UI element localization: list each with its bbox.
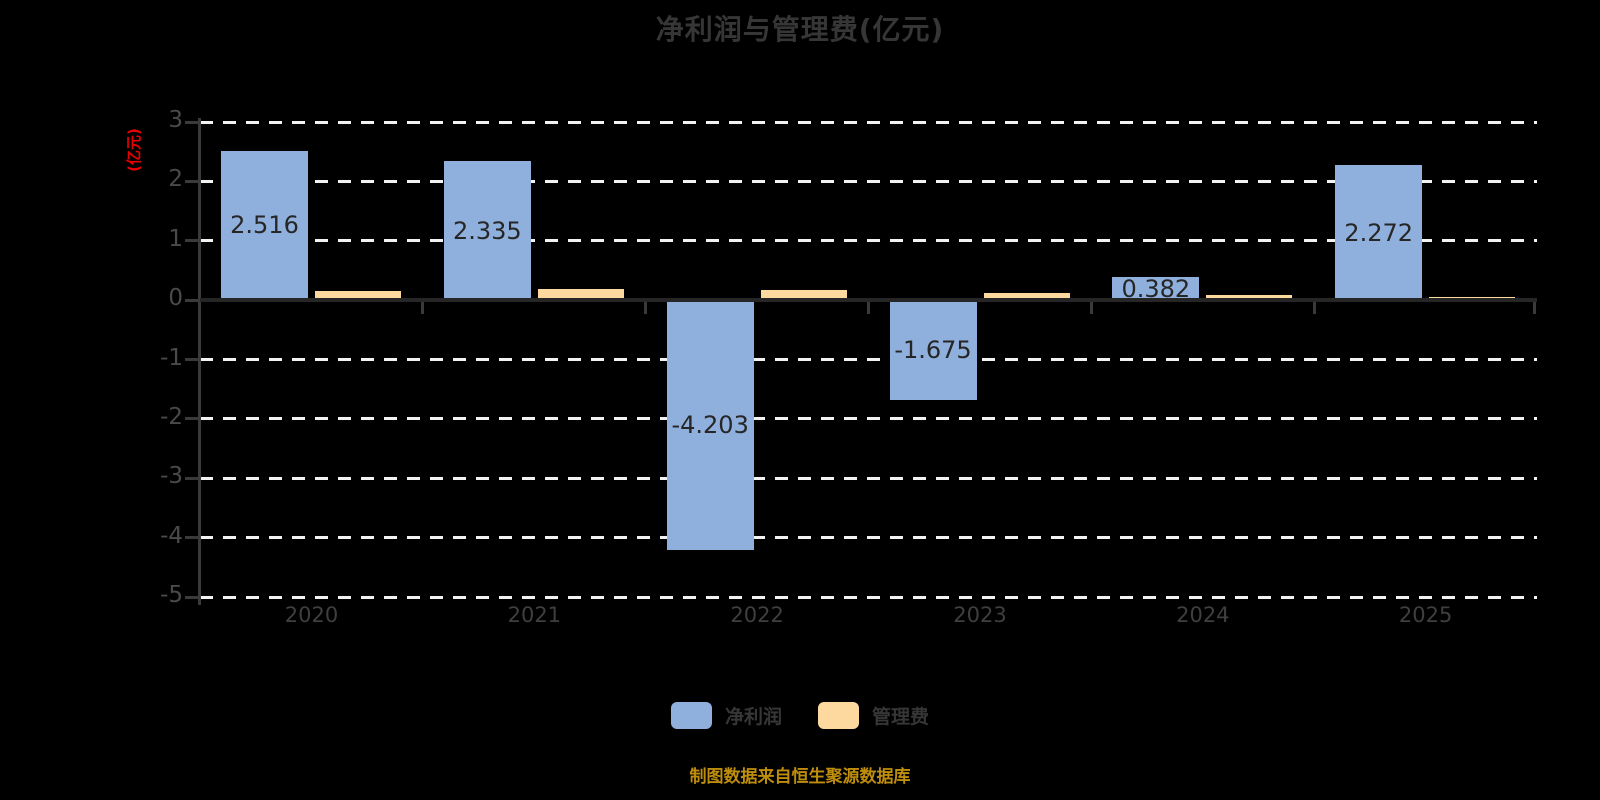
bar-value-label: 2.272 <box>1344 218 1414 247</box>
legend: 净利润 管理费 <box>0 702 1600 729</box>
legend-label-net-profit: 净利润 <box>724 706 782 728</box>
x-axis-line <box>200 298 1537 303</box>
chart-title: 净利润与管理费(亿元) <box>655 13 945 46</box>
gridline--5 <box>200 595 1537 599</box>
net-profit-bar-2023 <box>889 300 977 400</box>
y-axis-tick-label: 3 <box>168 107 183 133</box>
gridline-3 <box>200 120 1537 124</box>
management-fee-swatch <box>818 702 859 729</box>
y-axis-line <box>198 118 201 605</box>
x-axis-label-2024: 2024 <box>1176 603 1230 627</box>
gridline-1 <box>200 239 1537 243</box>
x-axis-tick <box>644 302 648 315</box>
y-axis-tick--2 <box>185 417 200 421</box>
x-axis-label-2020: 2020 <box>284 603 339 627</box>
y-axis-tick--4 <box>185 536 200 540</box>
x-axis-label-2022: 2022 <box>730 603 784 627</box>
y-axis-tick-2 <box>185 179 200 183</box>
net-profit-bar-2024 <box>1112 277 1200 301</box>
plot-area: 2.516 2.335 -4.203 -1.675 0.382 2.272 <box>185 118 1537 605</box>
y-axis-tick-label: 2 <box>168 166 183 193</box>
net-profit-swatch <box>670 702 712 729</box>
x-axis-tick <box>1312 302 1316 315</box>
gridline-2 <box>200 179 1537 183</box>
net-profit-bar-2022 <box>666 300 754 550</box>
management-fee-bar-2022 <box>760 290 847 301</box>
y-axis-tick-label: -2 <box>160 403 183 430</box>
net-profit-bar-2020 <box>221 150 308 301</box>
gridline--4 <box>200 536 1537 540</box>
x-axis-label-2023: 2023 <box>953 603 1007 627</box>
legend-item-management-fee: 管理费 <box>818 702 929 729</box>
y-axis-tick-label: -4 <box>160 522 183 549</box>
gridline--1 <box>200 358 1537 361</box>
x-axis-tick <box>867 302 870 315</box>
net-profit-bar-2021 <box>443 161 531 301</box>
bar-value-label: 2.516 <box>230 211 299 240</box>
y-axis-tick--3 <box>185 476 200 480</box>
y-axis-tick-label: -5 <box>160 582 183 608</box>
y-axis-tick-1 <box>185 239 200 243</box>
management-fee-bar-2020 <box>315 291 401 301</box>
y-axis-tick-label: -3 <box>160 463 183 490</box>
management-fee-bar-2023 <box>983 293 1070 301</box>
data-source-note: 制图数据来自恒生聚源数据库 <box>689 767 911 787</box>
x-axis-tick <box>421 302 425 315</box>
bar-value-label: 0.382 <box>1121 274 1191 303</box>
x-axis-tick <box>1089 302 1093 315</box>
bar-value-label: 2.335 <box>452 216 522 245</box>
legend-item-net-profit: 净利润 <box>670 702 782 729</box>
y-axis-tick-label: 0 <box>168 285 183 312</box>
y-axis-tick-0 <box>185 298 200 302</box>
management-fee-bar-2024 <box>1206 295 1293 301</box>
y-axis-tick-label: -1 <box>160 344 183 371</box>
x-axis-label-2021: 2021 <box>507 603 562 627</box>
y-axis-tick-3 <box>185 120 200 124</box>
management-fee-bar-2021 <box>537 288 624 301</box>
legend-label-management-fee: 管理费 <box>872 706 930 728</box>
gridline--3 <box>200 476 1537 480</box>
y-axis-tick--5 <box>185 595 200 599</box>
x-axis-tick <box>1532 302 1536 315</box>
net-profit-bar-2025 <box>1335 165 1423 301</box>
bar-value-label: -1.675 <box>894 335 972 364</box>
x-axis-label-2025: 2025 <box>1398 603 1453 627</box>
gridline--2 <box>200 417 1537 421</box>
y-axis-tick--1 <box>185 358 200 361</box>
bar-value-label: -4.203 <box>671 410 749 439</box>
y-axis-tick-label: 1 <box>168 225 183 252</box>
